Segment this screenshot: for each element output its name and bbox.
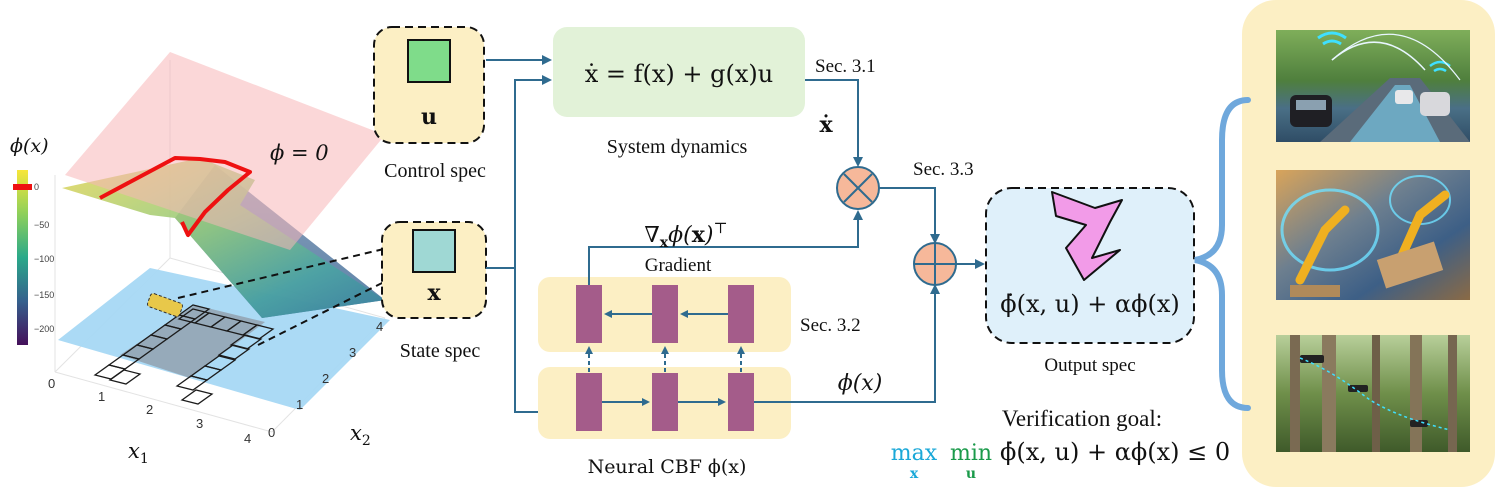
forward-layer xyxy=(728,373,754,431)
verification-formula: max x min u ϕ̇(x, u) + αϕ(x) ≤ 0 xyxy=(891,438,1230,482)
applications-bracket xyxy=(1194,97,1251,411)
control-symbol: u xyxy=(421,104,437,130)
backward-layer xyxy=(728,285,754,343)
robot-arm-photo xyxy=(1276,170,1470,300)
zoom-line xyxy=(257,279,389,346)
colorbar-tick: 0 xyxy=(34,182,39,192)
z-axis-label: ϕ(x) xyxy=(10,135,49,157)
section-3-2-label: Sec. 3.2 xyxy=(800,315,861,336)
verification-title: Verification goal: xyxy=(1002,406,1162,431)
min-subscript: u xyxy=(966,466,976,482)
x2-tick: 1 xyxy=(296,397,303,412)
arrow-dynamics-to-multiply xyxy=(805,79,863,167)
arrow-phi-to-add xyxy=(754,284,940,403)
multiply-operator-icon xyxy=(836,166,880,210)
zero-level-label: ϕ = 0 xyxy=(270,141,329,165)
x2-tick: 4 xyxy=(376,319,383,334)
output-expression: ϕ̇(x, u) + αϕ(x) xyxy=(1000,290,1180,318)
state-symbol: x xyxy=(427,280,441,306)
x2-axis-label: x2 xyxy=(350,421,371,449)
x1-tick: 1 xyxy=(98,389,105,404)
backward-layer xyxy=(652,285,678,343)
min-operator: min xyxy=(950,441,992,466)
colorbar-tick: −150 xyxy=(34,290,54,300)
dynamics-box xyxy=(553,27,805,117)
state-spec-box: x xyxy=(381,221,487,319)
output-spec-caption: Output spec xyxy=(1044,355,1135,376)
state-spec-caption: State spec xyxy=(400,340,481,362)
add-operator-icon xyxy=(913,242,957,286)
arrow-multiply-to-add xyxy=(879,187,940,244)
x1-axis-label: x1 xyxy=(128,439,149,467)
zero-level-plane xyxy=(65,52,385,250)
arrow-state-to-dynamics xyxy=(486,75,552,269)
unsafe-region xyxy=(120,305,265,378)
zero-level-contour xyxy=(99,156,252,237)
x2-tick: 3 xyxy=(349,345,356,360)
section-3-3-label: Sec. 3.3 xyxy=(913,159,974,180)
xdot-label: ẋ xyxy=(819,112,833,138)
colorbar-tick: −200 xyxy=(34,324,54,334)
colorbar xyxy=(17,170,28,345)
dynamics-equation: ẋ = f(x) + g(x)u xyxy=(585,60,774,88)
colorbar-zero-marker xyxy=(13,184,32,190)
max-operator: max xyxy=(891,441,938,466)
drone-forest-photo xyxy=(1276,335,1470,452)
forward-layer xyxy=(652,373,678,431)
phi-output-label: ϕ(x) xyxy=(838,371,883,396)
x2-tick: 0 xyxy=(268,425,275,440)
max-subscript: x xyxy=(910,466,919,482)
autonomous-driving-photo xyxy=(1276,30,1470,142)
dynamics-caption: System dynamics xyxy=(607,136,748,158)
control-spec-square xyxy=(407,39,451,83)
x1-tick: 2 xyxy=(146,402,153,417)
verification-expression: ϕ̇(x, u) + αϕ(x) ≤ 0 xyxy=(1000,438,1230,466)
x2-tick: 2 xyxy=(322,371,329,386)
network-caption: Neural CBF ϕ(x) xyxy=(588,456,747,478)
verified-cells xyxy=(93,304,275,405)
state-spec-square xyxy=(412,229,456,273)
arrow-gradient-to-multiply xyxy=(588,210,863,285)
output-set-shape xyxy=(1051,191,1123,281)
x1-tick: 0 xyxy=(48,376,55,391)
control-spec-caption: Control spec xyxy=(384,160,486,182)
vehicle-marker-icon xyxy=(146,292,184,318)
colorbar-tick: −50 xyxy=(34,220,49,230)
forward-layer xyxy=(576,373,602,431)
colorbar-tick: −100 xyxy=(34,254,54,264)
x1-tick: 3 xyxy=(196,416,203,431)
section-3-1-label: Sec. 3.1 xyxy=(815,56,876,77)
control-spec-box: u xyxy=(373,26,485,144)
backward-layer xyxy=(576,285,602,343)
cbf-3d-plot: 0 −50 −100 −150 −200 ϕ(x) ϕ = 0 0 1 2 3 … xyxy=(10,52,390,467)
gradient-caption: Gradient xyxy=(645,255,712,276)
x1-tick: 4 xyxy=(244,431,251,446)
